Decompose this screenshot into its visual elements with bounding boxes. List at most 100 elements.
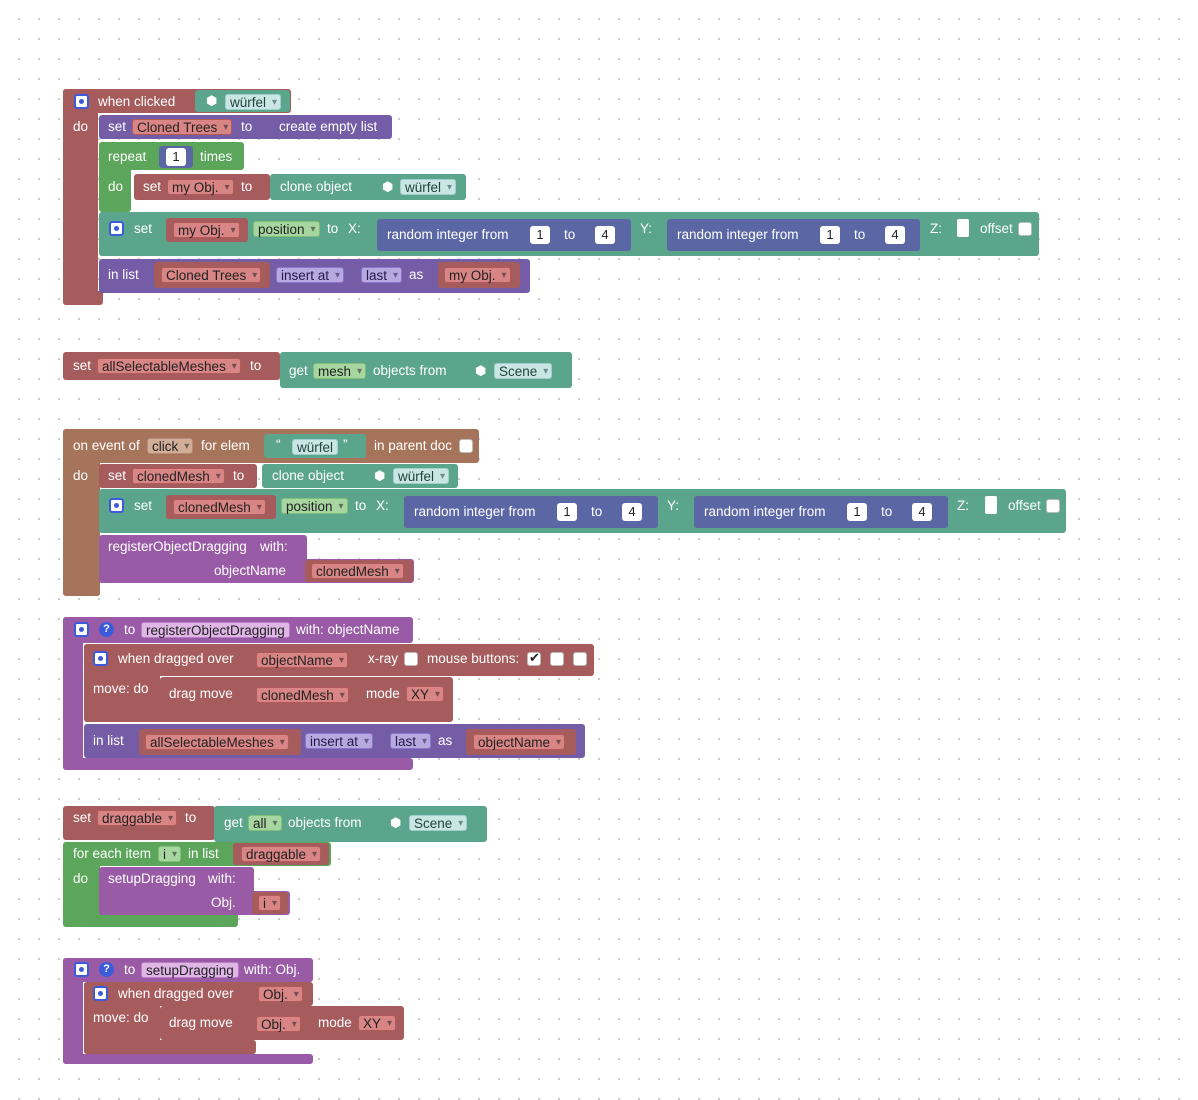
variable-dropdown[interactable]: my Obj. (167, 179, 234, 196)
settings-gear-icon[interactable] (109, 498, 124, 513)
set-label: set (134, 221, 153, 236)
procedure-name-label: setupDragging (108, 871, 196, 886)
as-label: as (409, 267, 424, 282)
create-empty-list-block[interactable]: create empty list (279, 119, 378, 134)
variable-dropdown[interactable]: objectName (256, 652, 349, 669)
variable-dropdown[interactable]: draggable (241, 846, 322, 863)
settings-gear-icon[interactable] (74, 962, 89, 977)
random-from-value[interactable]: 1 (557, 503, 577, 521)
scene-dropdown[interactable]: Scene (409, 815, 468, 832)
in-list-label: in list (93, 733, 124, 748)
random-to-value[interactable]: 4 (912, 503, 932, 521)
empty-input-slot[interactable] (985, 496, 997, 514)
random-integer-block[interactable] (377, 219, 631, 251)
object-dropdown[interactable]: würfel (400, 179, 457, 196)
object-dropdown[interactable]: würfel (393, 468, 450, 485)
with-label: with: (260, 539, 288, 554)
procedure-name-field[interactable]: setupDragging (141, 962, 239, 978)
random-integer-block[interactable] (404, 496, 658, 528)
mouse-button-right-checkbox[interactable] (573, 652, 587, 666)
mouse-button-left-checkbox[interactable] (527, 650, 541, 666)
property-dropdown[interactable]: position (281, 498, 348, 515)
insert-mode-dropdown[interactable]: insert at (305, 733, 374, 750)
when-clicked-foot (63, 291, 103, 305)
procedure-name-field[interactable]: registerObjectDragging (141, 622, 290, 638)
random-from-value[interactable]: 1 (847, 503, 867, 521)
on-event-spine (63, 429, 100, 596)
variable-dropdown[interactable]: my Obj. (444, 267, 511, 284)
xray-checkbox[interactable] (404, 652, 418, 666)
mode-dropdown[interactable]: XY (358, 1015, 397, 1032)
object-dropdown[interactable]: würfel (225, 94, 282, 111)
position-dropdown[interactable]: last (390, 733, 432, 750)
variable-dropdown[interactable]: Cloned Trees (161, 267, 262, 284)
procedure-foot (63, 1054, 313, 1064)
settings-gear-icon[interactable] (74, 622, 89, 637)
variable-dropdown[interactable]: allSelectableMeshes (145, 734, 289, 751)
random-integer-label: random integer from (704, 504, 826, 519)
random-integer-block[interactable] (694, 496, 948, 528)
mode-label: mode (318, 1015, 352, 1030)
variable-dropdown[interactable]: my Obj. (173, 222, 240, 239)
type-dropdown[interactable]: mesh (313, 363, 367, 380)
when-dragged-over-label: when dragged over (118, 986, 234, 1001)
settings-gear-icon[interactable] (93, 651, 108, 666)
random-from-value[interactable]: 1 (820, 226, 840, 244)
y-label: Y: (640, 221, 653, 236)
clone-object-label: clone object (272, 468, 345, 483)
as-label: as (438, 733, 453, 748)
with-params-label: with: objectName (296, 622, 400, 637)
settings-gear-icon[interactable] (74, 94, 89, 109)
when-clicked-label: when clicked (98, 94, 176, 109)
to-label: to (124, 622, 136, 637)
xray-label: x-ray (368, 651, 398, 666)
move-do-label: move: do (93, 681, 149, 696)
z-label: Z: (957, 498, 969, 513)
parent-doc-checkbox[interactable] (459, 439, 473, 453)
repeat-label: repeat (108, 149, 147, 164)
do-label: do (73, 871, 89, 886)
loop-variable-dropdown[interactable]: i (158, 846, 181, 863)
variable-dropdown[interactable]: Obj. (258, 986, 303, 1003)
on-event-of-label: on event of (73, 438, 140, 453)
variable-dropdown[interactable]: draggable (97, 810, 178, 827)
variable-dropdown[interactable]: clonedMesh (132, 468, 225, 485)
type-dropdown[interactable]: all (248, 815, 282, 832)
random-integer-block[interactable] (667, 219, 920, 251)
help-icon[interactable]: ? (99, 622, 114, 637)
to-label: to (327, 221, 339, 236)
objects-from-label: objects from (288, 815, 362, 830)
to-label: to (124, 962, 136, 977)
random-from-value[interactable]: 1 (530, 226, 550, 244)
random-to-value[interactable]: 4 (622, 503, 642, 521)
repeat-count[interactable]: 1 (166, 148, 186, 166)
offset-label: offset (1008, 498, 1041, 513)
settings-gear-icon[interactable] (109, 221, 124, 236)
random-to-value[interactable]: 4 (595, 226, 615, 244)
insert-mode-dropdown[interactable]: insert at (276, 267, 345, 284)
offset-checkbox[interactable] (1018, 222, 1032, 236)
help-icon[interactable]: ? (99, 962, 114, 977)
get-label: get (289, 363, 308, 378)
offset-checkbox[interactable] (1046, 499, 1060, 513)
scene-dropdown[interactable]: Scene (494, 363, 553, 380)
variable-dropdown[interactable]: clonedMesh (256, 687, 349, 704)
variable-dropdown[interactable]: clonedMesh (311, 563, 404, 580)
variable-dropdown[interactable]: allSelectableMeshes (97, 358, 241, 375)
variable-dropdown[interactable]: clonedMesh (173, 499, 266, 516)
random-to-value[interactable]: 4 (885, 226, 905, 244)
event-type-dropdown[interactable]: click (147, 438, 194, 455)
variable-dropdown[interactable]: Cloned Trees (132, 119, 233, 136)
cube-icon: ⬢ (382, 179, 394, 194)
empty-input-slot[interactable] (957, 219, 969, 237)
mouse-button-middle-checkbox[interactable] (550, 652, 564, 666)
settings-gear-icon[interactable] (93, 986, 108, 1001)
property-dropdown[interactable]: position (253, 221, 320, 238)
to-label: to (591, 504, 603, 519)
position-dropdown[interactable]: last (361, 267, 403, 284)
mode-dropdown[interactable]: XY (406, 686, 445, 703)
variable-dropdown[interactable]: i (258, 895, 281, 912)
variable-dropdown[interactable]: objectName (473, 734, 566, 751)
variable-dropdown[interactable]: Obj. (256, 1016, 301, 1033)
text-value[interactable]: würfel (292, 439, 339, 455)
